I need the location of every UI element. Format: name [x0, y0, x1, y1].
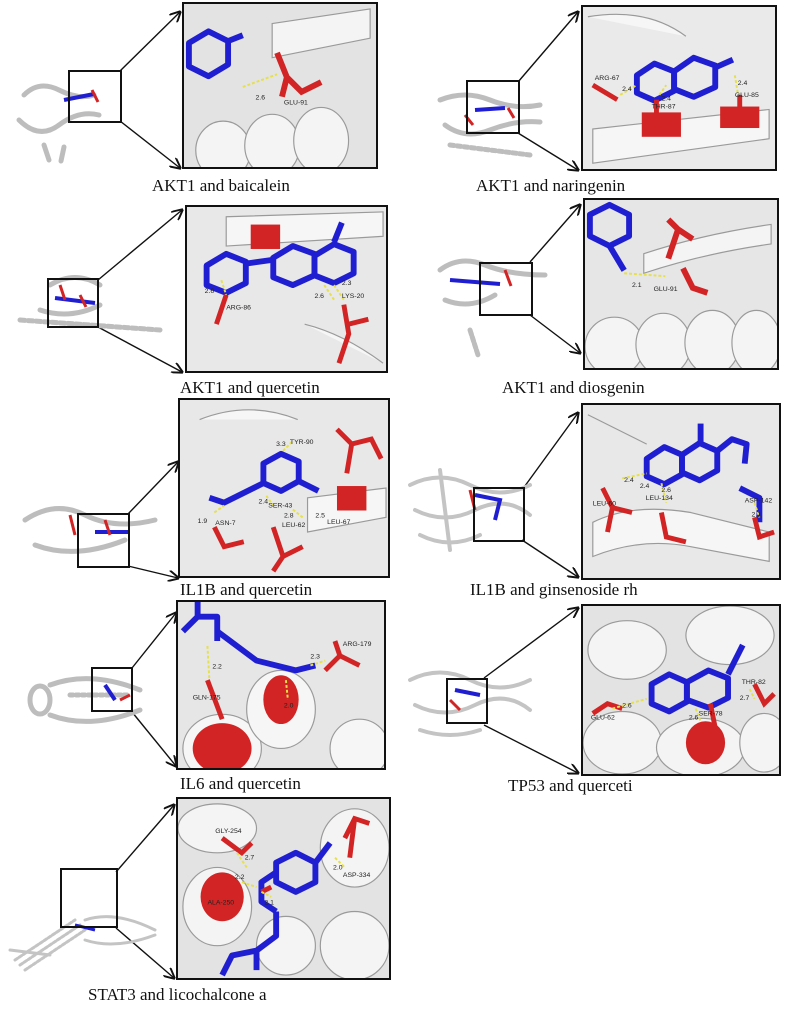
protein-overview — [408, 670, 532, 737]
svg-text:1.9: 1.9 — [198, 518, 208, 525]
protein-overview — [17, 275, 163, 333]
svg-text:2.2: 2.2 — [235, 874, 245, 881]
svg-text:2.8: 2.8 — [284, 512, 294, 519]
svg-text:2.6: 2.6 — [689, 714, 699, 721]
svg-text:2.7: 2.7 — [245, 855, 255, 862]
selection-box — [77, 513, 130, 568]
svg-text:LEU-62: LEU-62 — [282, 522, 305, 529]
panel-caption: STAT3 and licochalcone a — [88, 985, 267, 1004]
svg-text:2.6: 2.6 — [205, 288, 215, 295]
svg-text:2.1: 2.1 — [632, 282, 642, 289]
zoom-view: 2.6 GLU-62 2.6 SER-78 THR-82 2.7 — [581, 604, 781, 776]
svg-text:ALA-250: ALA-250 — [207, 900, 234, 907]
svg-text:2.4: 2.4 — [738, 80, 748, 87]
svg-text:ARG-179: ARG-179 — [343, 641, 372, 648]
zoom-view: 2.2 GLN-175 2.3 ARG-179 2.0 — [176, 600, 386, 770]
panel-caption: IL1B and ginsenoside rh — [470, 580, 638, 599]
svg-text:GLU-91: GLU-91 — [284, 100, 308, 107]
panel-caption: TP53 and querceti — [508, 776, 633, 795]
svg-text:2.6: 2.6 — [622, 703, 632, 710]
svg-text:2.0: 2.0 — [333, 864, 343, 871]
protein-overview — [27, 676, 143, 724]
svg-text:2.6: 2.6 — [256, 95, 266, 102]
panel-caption: AKT1 and naringenin — [476, 176, 626, 195]
svg-text:2.5: 2.5 — [315, 512, 325, 519]
protein-overview — [437, 92, 543, 158]
svg-text:3.3: 3.3 — [276, 441, 286, 448]
zoom-view: 2.1 GLU-91 — [583, 198, 779, 370]
svg-text:2.1: 2.1 — [264, 900, 274, 907]
svg-text:2.2: 2.2 — [212, 663, 222, 670]
selection-box — [68, 70, 122, 123]
svg-text:2.6: 2.6 — [314, 293, 324, 300]
zoom-view: 3.3 TYR-90 1.9 ASN-7 2.4 SER-43 2.8 LEU-… — [178, 398, 390, 578]
svg-text:LEU-60: LEU-60 — [593, 501, 616, 508]
svg-text:ARG-67: ARG-67 — [595, 75, 620, 82]
panel-caption: AKT1 and diosgenin — [502, 378, 645, 397]
svg-text:ARG-86: ARG-86 — [226, 305, 251, 312]
svg-text:2.3: 2.3 — [310, 654, 320, 661]
svg-text:ASP-334: ASP-334 — [343, 872, 371, 879]
svg-text:SER-78: SER-78 — [699, 710, 723, 717]
selection-box — [47, 278, 99, 328]
svg-text:LEU-67: LEU-67 — [327, 519, 350, 526]
svg-text:ASN-7: ASN-7 — [215, 520, 235, 527]
svg-text:2.4: 2.4 — [661, 96, 671, 103]
selection-box — [466, 80, 520, 134]
panel-caption: IL6 and quercetin — [180, 774, 301, 793]
svg-text:2.4: 2.4 — [622, 86, 632, 93]
protein-overview — [437, 258, 548, 358]
selection-box — [91, 667, 133, 712]
svg-text:GLU-91: GLU-91 — [654, 286, 678, 293]
svg-text:SER-43: SER-43 — [268, 503, 292, 510]
selection-box — [60, 868, 118, 928]
selection-box — [479, 262, 533, 316]
zoom-view: ARG-67 2.4 2.4 THR-87 2.4 GLU-85 — [581, 5, 777, 171]
svg-text:GLU-85: GLU-85 — [735, 92, 759, 99]
svg-text:GLY-254: GLY-254 — [215, 828, 241, 835]
panel-caption: AKT1 and quercetin — [180, 378, 320, 397]
svg-text:2.4: 2.4 — [640, 483, 650, 490]
svg-text:2.1: 2.1 — [752, 511, 762, 518]
svg-text:GLN-175: GLN-175 — [193, 695, 221, 702]
zoom-view: GLY-254 2.7 2.2 ALA-250 2.1 2.0 ASP-334 — [176, 797, 391, 980]
selection-box — [446, 678, 488, 724]
svg-text:2.0: 2.0 — [284, 702, 294, 709]
svg-text:ASP-142: ASP-142 — [745, 498, 773, 505]
svg-text:THR-82: THR-82 — [742, 679, 766, 686]
svg-text:LEU-134: LEU-134 — [646, 495, 673, 502]
svg-text:2.3: 2.3 — [342, 280, 352, 287]
svg-text:2.4: 2.4 — [624, 477, 634, 484]
zoom-view: 2.4 2.4 2.6 LEU-60 LEU-134 ASP-142 2.1 — [581, 403, 781, 580]
svg-text:GLU-62: GLU-62 — [591, 714, 615, 721]
selection-box — [473, 487, 525, 542]
svg-text:TYR-90: TYR-90 — [290, 439, 314, 446]
svg-text:LYS-20: LYS-20 — [342, 293, 365, 300]
zoom-view: 2.6 GLU-91 — [182, 2, 378, 169]
svg-text:2.4: 2.4 — [258, 499, 268, 506]
svg-text:2.6: 2.6 — [661, 487, 671, 494]
panel-caption: AKT1 and baicalein — [152, 176, 290, 195]
protein-overview — [16, 83, 102, 164]
panel-caption: IL1B and quercetin — [180, 580, 313, 599]
zoom-view: 2.6 ARG-86 2.6 2.3 LYS-20 — [185, 205, 388, 373]
svg-text:THR-87: THR-87 — [652, 104, 676, 111]
svg-text:2.7: 2.7 — [740, 695, 750, 702]
